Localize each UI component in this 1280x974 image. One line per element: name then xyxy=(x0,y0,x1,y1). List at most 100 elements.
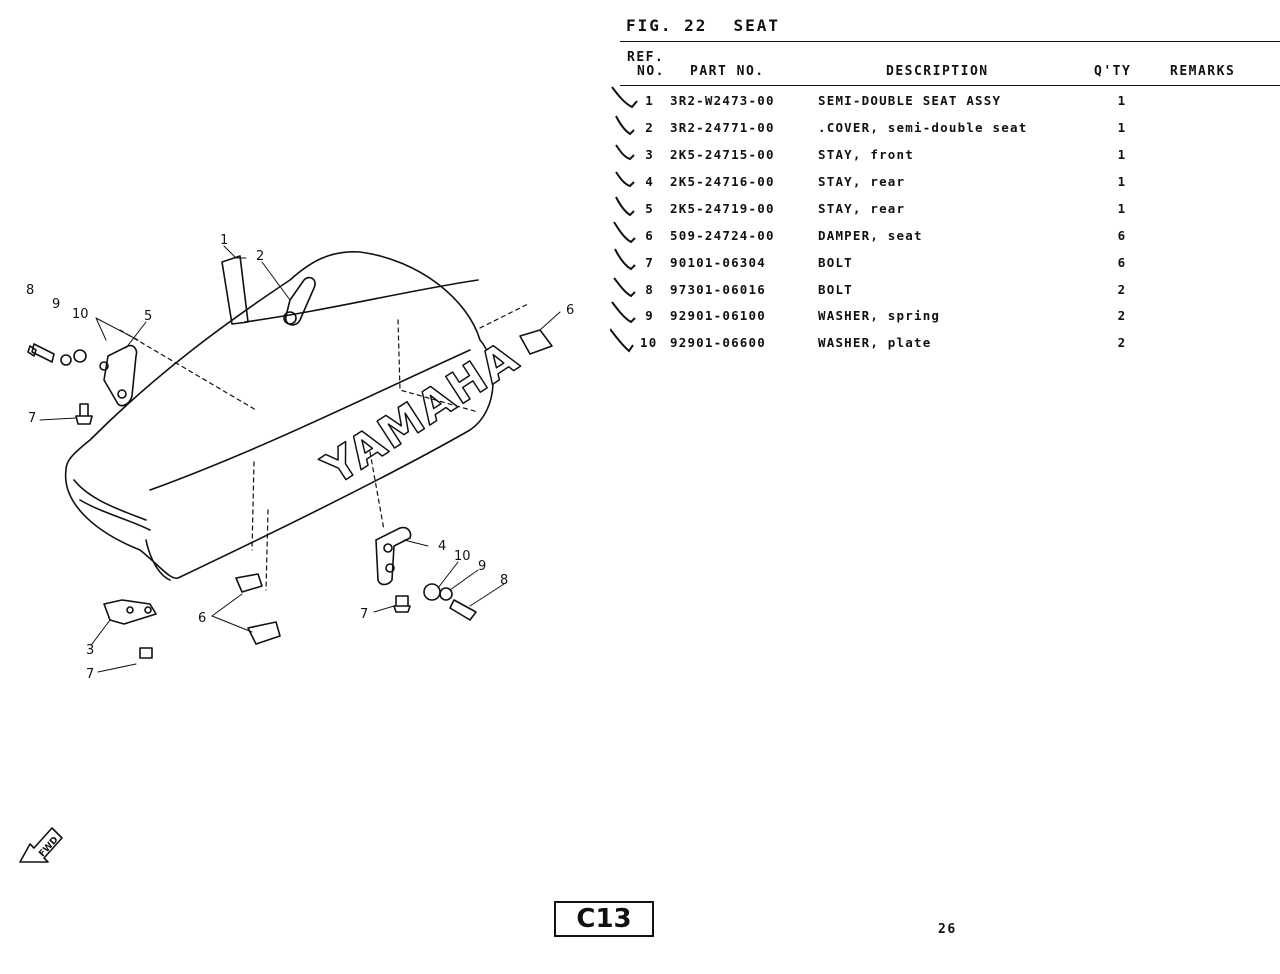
callout-number: 10 xyxy=(454,549,471,564)
ref-no: 1 xyxy=(645,93,654,108)
seat-outline xyxy=(64,251,494,579)
damper-bolt-front xyxy=(139,647,153,659)
check-mark-icon xyxy=(611,86,638,109)
callout-number: 7 xyxy=(360,607,368,622)
description: STAY, front xyxy=(818,147,914,162)
figure-label: FIG. 22 xyxy=(626,16,708,35)
mounting-leaders xyxy=(119,303,529,591)
bolt-left xyxy=(27,343,55,363)
qty: 2 xyxy=(1117,335,1127,350)
col-part-no: PART NO. xyxy=(690,64,765,79)
check-mark-icon xyxy=(614,248,636,271)
part-no: 2K5-24716-00 xyxy=(670,174,775,189)
ref-no: 5 xyxy=(645,201,654,216)
callout-number: 10 xyxy=(72,307,89,322)
description: STAY, rear xyxy=(818,201,906,216)
callout-leaders xyxy=(39,245,561,673)
check-mark-icon xyxy=(610,328,634,353)
qty: 2 xyxy=(1117,282,1127,297)
qty: 6 xyxy=(1117,255,1127,270)
figure-title: FIG. 22 SEAT xyxy=(626,16,780,35)
table-row: 4 2K5-24716-00 STAY, rear 1 xyxy=(610,171,1270,200)
check-mark-icon xyxy=(613,277,636,298)
forward-arrow-icon: FWD xyxy=(19,827,63,863)
plate-washer-left xyxy=(73,349,87,363)
callout-labels: 1 2 3 4 5 6 6 7 7 7 8 8 9 9 10 10 xyxy=(26,233,574,682)
stay-rear-right xyxy=(375,526,477,621)
qty: 1 xyxy=(1117,120,1127,135)
dampers xyxy=(235,329,553,645)
ref-no: 6 xyxy=(645,228,654,243)
ref-no: 2 xyxy=(645,120,654,135)
figure-name: SEAT xyxy=(733,16,780,35)
page-number: 26 xyxy=(938,922,957,937)
table-row: 5 2K5-24719-00 STAY, rear 1 xyxy=(610,196,1270,227)
col-ref-line1: REF. xyxy=(627,50,665,65)
qty: 1 xyxy=(1117,93,1127,108)
stay-front xyxy=(103,599,157,659)
qty: 1 xyxy=(1117,174,1127,189)
ref-no: 3 xyxy=(645,147,654,162)
plate-washer-right xyxy=(423,583,441,601)
ref-no: 7 xyxy=(645,255,654,270)
part-no: 97301-06016 xyxy=(670,282,766,297)
description: DAMPER, seat xyxy=(818,228,923,243)
description: BOLT xyxy=(818,282,853,297)
header-bottom-rule xyxy=(620,85,1280,86)
callout-number: 1 xyxy=(220,233,228,248)
description: SEMI-DOUBLE SEAT ASSY xyxy=(818,93,1002,108)
ref-no: 10 xyxy=(640,335,658,350)
part-no: 92901-06600 xyxy=(670,335,766,350)
qty: 1 xyxy=(1117,147,1127,162)
hinge-pin xyxy=(283,311,297,325)
table-row: 10 92901-06600 WASHER, plate 2 xyxy=(610,328,1270,361)
col-ref-line2: NO. xyxy=(637,64,665,79)
col-qty: Q'TY xyxy=(1094,64,1132,79)
seat-rear-edge xyxy=(145,539,171,581)
part-no: 3R2-24771-00 xyxy=(670,120,775,135)
table-row: 8 97301-06016 BOLT 2 xyxy=(610,277,1270,308)
check-mark-icon xyxy=(615,144,635,161)
seat-top-seam xyxy=(244,279,479,323)
ref-no: 8 xyxy=(645,282,654,297)
check-mark-icon xyxy=(613,221,636,244)
table-row: 3 2K5-24715-00 STAY, front 1 xyxy=(610,144,1270,173)
callout-number: 4 xyxy=(438,539,446,554)
cover-hinge xyxy=(285,276,316,326)
description: .COVER, semi-double seat xyxy=(818,120,1028,135)
ref-no: 9 xyxy=(645,308,654,323)
damper-bolt-left xyxy=(75,403,93,425)
callout-number: 3 xyxy=(86,643,94,658)
callout-number: 2 xyxy=(256,249,264,264)
callout-number: 7 xyxy=(28,411,36,426)
callout-number: 6 xyxy=(198,611,206,626)
callout-number: 7 xyxy=(86,667,94,682)
spring-washer-right xyxy=(439,587,453,601)
callout-number: 9 xyxy=(478,559,486,574)
description: STAY, rear xyxy=(818,174,906,189)
ref-no: 4 xyxy=(645,174,654,189)
qty: 1 xyxy=(1117,201,1127,216)
seat-exploded-diagram: YAMAHA xyxy=(26,233,574,682)
damper-bolt-right xyxy=(393,595,411,613)
seat-side-seam xyxy=(149,349,471,491)
qty: 6 xyxy=(1117,228,1127,243)
check-mark-icon xyxy=(611,301,636,324)
part-no: 509-24724-00 xyxy=(670,228,775,243)
stay-rear-left xyxy=(27,343,138,425)
description: BOLT xyxy=(818,255,853,270)
seat-assembly-drawing: YAMAHA xyxy=(64,251,529,581)
table-row: 2 3R2-24771-00 .COVER, semi-double seat … xyxy=(610,115,1270,146)
callout-number: 9 xyxy=(52,297,60,312)
description: WASHER, spring xyxy=(818,308,941,323)
col-remarks: REMARKS xyxy=(1170,64,1236,79)
table-row: 6 509-24724-00 DAMPER, seat 6 xyxy=(610,221,1270,254)
part-no: 3R2-W2473-00 xyxy=(670,93,775,108)
check-mark-icon xyxy=(615,171,635,188)
callout-number: 6 xyxy=(566,303,574,318)
seat-tail-contour xyxy=(73,479,151,531)
callout-number: 8 xyxy=(500,573,508,588)
section-code-box: C13 xyxy=(554,901,654,937)
part-no: 92901-06100 xyxy=(670,308,766,323)
